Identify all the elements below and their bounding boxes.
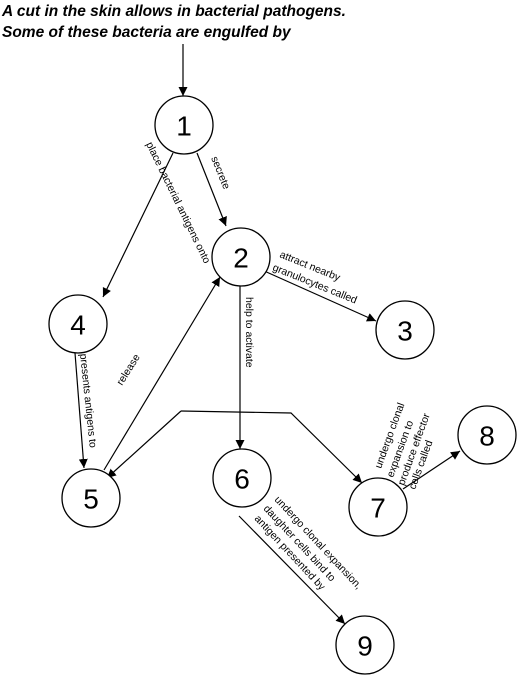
- arrow-branch-to-5: [106, 410, 182, 479]
- node-6: 6: [212, 448, 272, 508]
- node-5: 5: [61, 468, 121, 528]
- node-4: 4: [48, 294, 108, 354]
- node-1: 1: [154, 95, 214, 155]
- arrow-2-to-3: [261, 269, 377, 322]
- node-6-label: 6: [234, 464, 250, 495]
- arrow-6-to-9: [238, 515, 346, 625]
- node-2: 2: [211, 227, 271, 287]
- title-line-1: A cut in the skin allows in bacterial pa…: [1, 3, 346, 20]
- node-8-label: 8: [479, 421, 495, 452]
- arrow-5-to-2: [103, 276, 221, 471]
- node-2-label: 2: [233, 243, 249, 274]
- node-3: 3: [375, 300, 435, 360]
- node-4-label: 4: [70, 310, 86, 341]
- label-1-to-2: secrete: [208, 155, 232, 192]
- node-7-label: 7: [370, 493, 386, 524]
- arrow-1-to-2: [196, 152, 227, 227]
- arrow-7-to-8: [402, 450, 461, 490]
- node-9-label: 9: [357, 631, 373, 662]
- node-9: 9: [335, 615, 395, 675]
- arrow-4-to-5: [74, 352, 88, 469]
- node-1-label: 1: [176, 111, 192, 142]
- title-line-2: Some of these bacteria are engulfed by: [2, 24, 292, 41]
- node-7: 7: [348, 477, 408, 537]
- arrow-branch-to-7: [180, 410, 363, 484]
- label-4-to-5: presents antigens to: [77, 353, 99, 448]
- label-2-to-6: help to activate: [243, 297, 255, 368]
- node-8: 8: [457, 405, 517, 465]
- node-3-label: 3: [397, 316, 413, 347]
- label-1-to-4: place bacterial antigens onto: [143, 140, 212, 266]
- label-5-to-2: release: [114, 352, 143, 388]
- node-5-label: 5: [83, 484, 99, 515]
- arrow-1-to-4: [102, 152, 174, 298]
